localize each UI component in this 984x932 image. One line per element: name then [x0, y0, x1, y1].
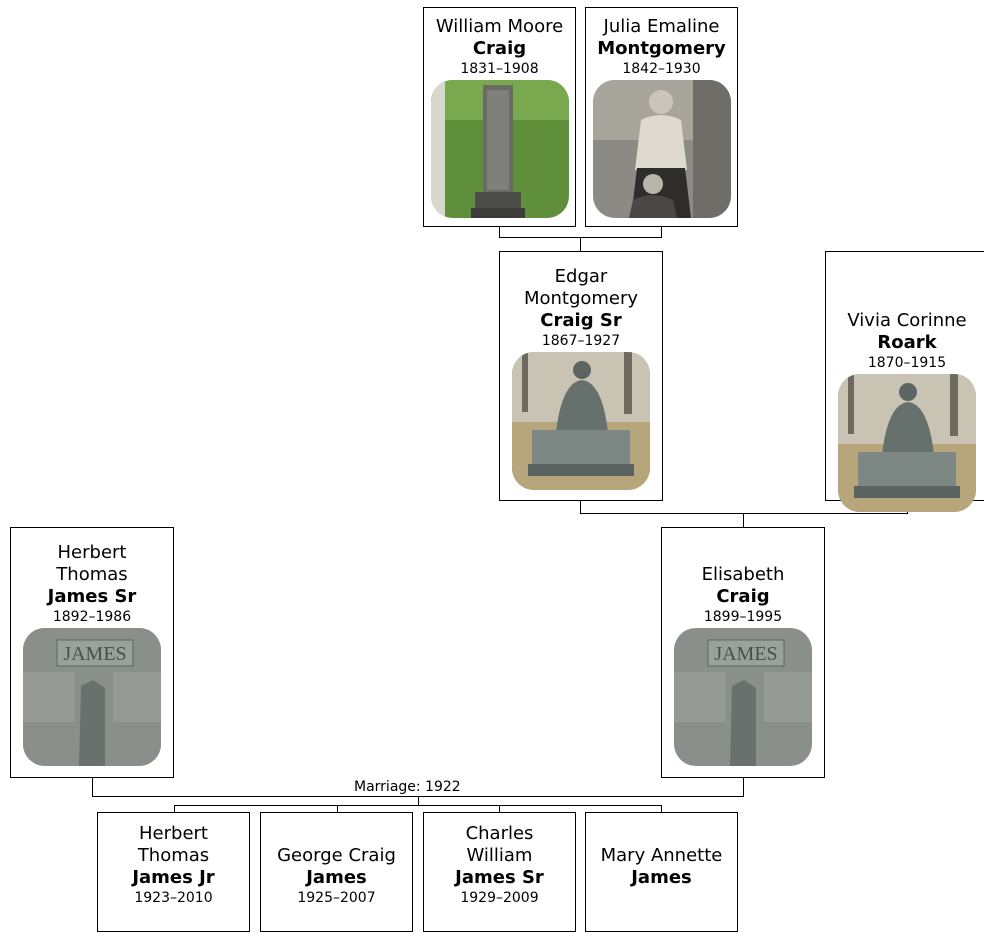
surname: Craig	[472, 38, 527, 59]
portrait-photo	[592, 80, 731, 218]
headstone-text: JAMES	[714, 643, 777, 665]
person-card-edgar-montgomery-craig-sr[interactable]: Edgar Montgomery Craig Sr 1867–1927	[499, 251, 663, 501]
given-name: Elisabeth	[701, 564, 785, 585]
given-name-middle: William	[466, 845, 533, 866]
person-card-mary-annette-james[interactable]: Mary Annette James	[585, 812, 738, 932]
surname: Craig	[716, 586, 770, 607]
given-name: George Craig	[277, 845, 396, 866]
surname: James	[306, 867, 367, 888]
given-name-middle: Thomas	[56, 564, 128, 585]
surname: James	[631, 867, 692, 888]
person-card-julia-emaline-montgomery[interactable]: Julia Emaline Montgomery 1842–1930	[585, 7, 738, 227]
connector-william-julia	[499, 227, 662, 238]
person-card-vivia-corinne-roark[interactable]: Vivia Corinne Roark 1870–1915	[825, 251, 984, 512]
surname: James Jr	[132, 867, 215, 888]
surname: James Sr	[455, 867, 544, 888]
given-name-first: Edgar	[554, 266, 608, 287]
life-dates: 1929–2009	[460, 890, 539, 906]
life-dates: 1923–2010	[134, 890, 213, 906]
given-name-first: Herbert	[139, 823, 208, 844]
headstone-text: JAMES	[63, 643, 126, 665]
life-dates: 1899–1995	[703, 609, 783, 625]
given-name-first: Herbert	[57, 542, 127, 563]
person-card-herbert-thomas-james-sr[interactable]: Herbert Thomas James Sr 1892–1986 JAMES	[10, 527, 174, 778]
surname: James Sr	[47, 586, 137, 607]
person-card-elisabeth-craig[interactable]: Elisabeth Craig 1899–1995 JAMES	[661, 527, 825, 778]
life-dates: 1870–1915	[867, 355, 947, 371]
given-name: Julia Emaline	[603, 16, 720, 37]
person-card-william-moore-craig[interactable]: William Moore Craig 1831–1908	[423, 7, 576, 227]
person-card-charles-william-james-sr[interactable]: Charles William James Sr 1929–2009	[423, 812, 576, 932]
life-dates: 1842–1930	[622, 61, 701, 77]
surname: Montgomery	[597, 38, 726, 59]
headstone-photo	[430, 80, 569, 218]
headstone-photo: JAMES	[23, 628, 161, 766]
life-dates: 1867–1927	[541, 333, 621, 349]
surname: Roark	[877, 332, 937, 353]
given-name: William Moore	[435, 16, 564, 37]
headstone-photo: JAMES	[674, 628, 812, 766]
life-dates: 1925–2007	[297, 890, 376, 906]
given-name-middle: Montgomery	[523, 288, 639, 309]
headstone-photo	[838, 374, 976, 512]
headstone-photo	[512, 352, 650, 490]
person-card-george-craig-james[interactable]: George Craig James 1925–2007	[260, 812, 413, 932]
life-dates: 1831–1908	[460, 61, 539, 77]
given-name-middle: Thomas	[137, 845, 210, 866]
life-dates: 1892–1986	[52, 609, 132, 625]
given-name-first: Charles	[465, 823, 534, 844]
given-name: Vivia Corinne	[847, 310, 967, 331]
surname: Craig Sr	[540, 310, 622, 331]
given-name: Mary Annette	[600, 845, 723, 866]
marriage-label: Marriage: 1922	[351, 779, 464, 795]
person-card-herbert-thomas-james-jr[interactable]: Herbert Thomas James Jr 1923–2010	[97, 812, 250, 932]
